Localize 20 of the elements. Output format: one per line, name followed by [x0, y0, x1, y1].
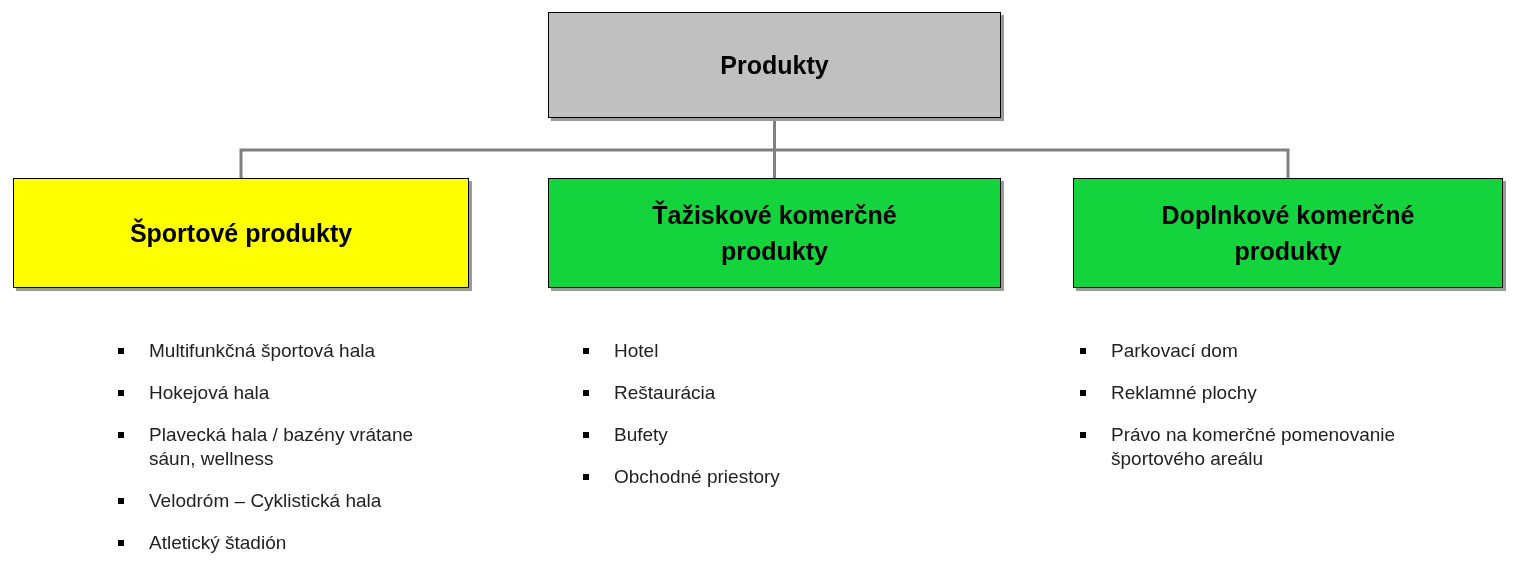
- category-box: [548, 178, 1001, 288]
- list-item: Atletický štadión: [149, 531, 287, 555]
- list-item: Multifunkčná športová hala: [149, 339, 375, 363]
- list-item: Hokejová hala: [149, 381, 270, 405]
- box-title: Produkty: [720, 50, 829, 81]
- box-title: Doplnkové komerčné produkty: [1160, 200, 1416, 267]
- list-item: Hotel: [614, 339, 659, 363]
- list-item: Velodróm – Cyklistická hala: [149, 489, 382, 513]
- list-item: Právo na komerčné pomenovanie športového areálu: [1111, 423, 1397, 471]
- list-item: Plavecká hala / bazény vrátane sáun, wellness: [149, 423, 415, 471]
- list-item: Parkovací dom: [1111, 339, 1238, 363]
- category-box: [548, 12, 1001, 118]
- list-item: Reštaurácia: [614, 381, 716, 405]
- list-item: Bufety: [614, 423, 668, 447]
- category-box: [13, 178, 469, 288]
- category-box: [1073, 178, 1503, 288]
- box-title: Ťažiskové komerčné produkty: [651, 199, 898, 267]
- list-item: Reklamné plochy: [1111, 381, 1257, 405]
- list-item: Obchodné priestory: [614, 465, 780, 489]
- box-title: Športové produkty: [129, 217, 353, 249]
